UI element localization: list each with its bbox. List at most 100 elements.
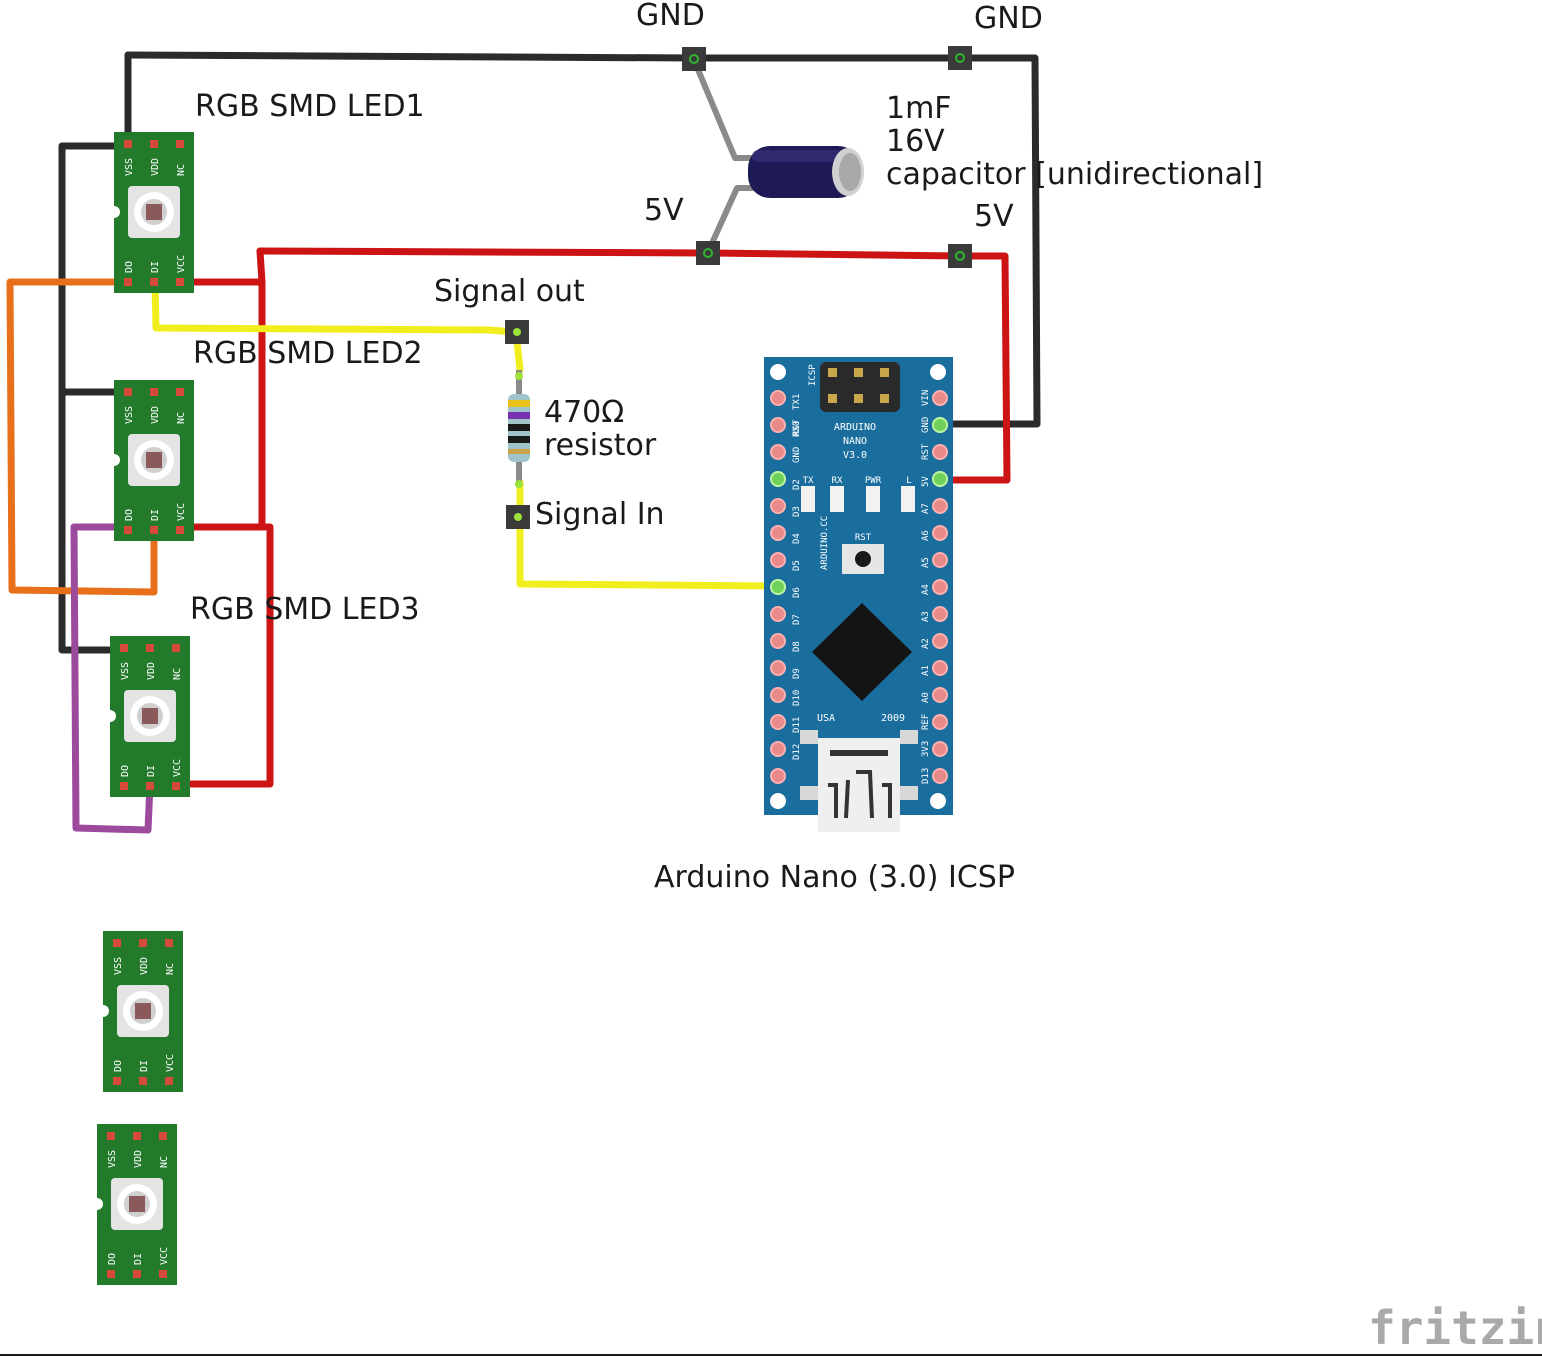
arduino-pin-right[interactable] (932, 768, 948, 784)
arduino-pin-right[interactable] (932, 606, 948, 622)
arduino-pin-left[interactable] (770, 498, 786, 514)
led-pin-label: DO (124, 261, 135, 273)
arduino-pin-label: A6 (921, 530, 931, 541)
arduino-pin-right[interactable] (932, 687, 948, 703)
arduino-pin-left[interactable] (770, 768, 786, 784)
arduino-pin-label: A3 (921, 611, 931, 622)
arduino-pin-label: GND (921, 417, 931, 433)
led-pin-label: VSS (120, 662, 131, 680)
arduino-rst-label: RST (855, 533, 872, 543)
resistor[interactable] (508, 370, 530, 488)
arduino-pin-label: 3V3 (921, 741, 931, 757)
arduino-pin-left[interactable] (770, 390, 786, 406)
led-pin-label: VCC (176, 255, 187, 273)
arduino-pin-label: D4 (792, 533, 802, 544)
arduino-title-2: NANO (843, 436, 867, 447)
arduino-pin-left[interactable] (770, 741, 786, 757)
arduino-pin-left[interactable] (770, 606, 786, 622)
arduino-icsp-label: ICSP (808, 364, 818, 386)
signal-wire-out[interactable] (151, 278, 524, 374)
gnd-connector-left[interactable] (682, 47, 706, 71)
arduino-side-label: ARDUINO.CC (820, 516, 830, 570)
led-pin-label: NC (165, 963, 176, 975)
arduino-pin-left[interactable] (770, 444, 786, 460)
arduino-pin-right[interactable] (932, 579, 948, 595)
vcc-wire-top[interactable] (256, 247, 1011, 484)
led-pin-label: VDD (139, 957, 150, 975)
led-pin-label: DO (120, 765, 131, 777)
led-pin-label: VSS (124, 406, 135, 424)
arduino-caption: Arduino Nano (3.0) ICSP (654, 860, 1015, 895)
arduino-pin-right[interactable] (932, 498, 948, 514)
arduino-nano[interactable]: RSTGNDD2D3D4D5D6D7D8D9D10D11D12TX1RX0VIN… (764, 357, 953, 832)
arduino-pin-label: RST (792, 419, 802, 436)
arduino-pin-label: D2 (792, 479, 802, 490)
vcc-wire-bus-down[interactable] (176, 278, 274, 788)
arduino-rx0-label: RX0 (792, 421, 802, 437)
arduino-pin-left[interactable] (770, 714, 786, 730)
arduino-pin-right[interactable] (932, 741, 948, 757)
vcc-label-right: 5V (974, 199, 1014, 234)
led-pin-label: NC (159, 1156, 170, 1168)
signal-out-label: Signal out (434, 274, 585, 309)
arduino-pin-left[interactable] (770, 552, 786, 568)
data-wire-led1-led2[interactable] (6, 278, 158, 596)
arduino-pin-right[interactable] (932, 390, 948, 406)
arduino-pin-left[interactable] (770, 525, 786, 541)
capacitor[interactable] (748, 146, 864, 198)
gnd-label-left: GND (636, 0, 705, 33)
arduino-pin-left[interactable] (770, 660, 786, 676)
led-pin-label: DI (150, 261, 161, 273)
led-pin-label: VCC (172, 759, 183, 777)
cap-lead-5v (705, 185, 755, 255)
arduino-pin-right[interactable] (932, 714, 948, 730)
led-pin-label: VDD (133, 1150, 144, 1168)
arduino-pin-label: D11 (792, 717, 802, 733)
arduino-pin-label: D12 (792, 744, 802, 760)
led-pin-label: DI (150, 509, 161, 521)
led-pin-label: NC (172, 668, 183, 680)
arduino-pin-right[interactable] (932, 633, 948, 649)
gnd-connector-right[interactable] (948, 46, 972, 70)
arduino-pin-right[interactable] (932, 525, 948, 541)
arduino-pin-label: REF (921, 714, 931, 730)
led-pin-label: VSS (113, 957, 124, 975)
arduino-pin-right[interactable] (932, 660, 948, 676)
led-pin-label: DI (133, 1253, 144, 1265)
arduino-title-3: V3.0 (843, 450, 867, 461)
led-pin-label: VCC (176, 503, 187, 521)
led-pin-label: VDD (150, 406, 161, 424)
arduino-pin-left[interactable] (770, 417, 786, 433)
arduino-pin-right[interactable] (932, 552, 948, 568)
arduino-pin-label: A2 (921, 638, 931, 649)
arduino-pin-label: A4 (921, 584, 931, 595)
data-wire-led2-led3[interactable] (70, 523, 154, 834)
arduino-pin-label: GND (792, 447, 802, 463)
arduino-pin-left[interactable] (770, 687, 786, 703)
arduino-pin-label: 5V (921, 476, 931, 487)
gnd-wire-top[interactable] (124, 51, 1041, 428)
arduino-pin-label: D9 (792, 668, 802, 679)
signal-in-label: Signal In (535, 497, 665, 532)
fritzing-logo: fritzing (1368, 1301, 1542, 1355)
arduino-pin-label: D6 (792, 587, 802, 598)
connectors (505, 46, 972, 529)
led-pin-label: DO (107, 1253, 118, 1265)
gnd-wire-led-bus[interactable] (58, 142, 132, 654)
vcc-connector-right[interactable] (948, 244, 972, 268)
arduino-pin-label: VIN (921, 390, 931, 406)
led-pin-label: DI (146, 765, 157, 777)
arduino-pin-left[interactable] (770, 633, 786, 649)
arduino-year-label: 2009 (881, 713, 905, 724)
wires (6, 51, 1041, 834)
arduino-pin-right[interactable] (932, 444, 948, 460)
gnd-label-right: GND (974, 1, 1043, 36)
vcc-connector-left[interactable] (696, 241, 720, 265)
resistor-type-label: resistor (544, 428, 657, 463)
